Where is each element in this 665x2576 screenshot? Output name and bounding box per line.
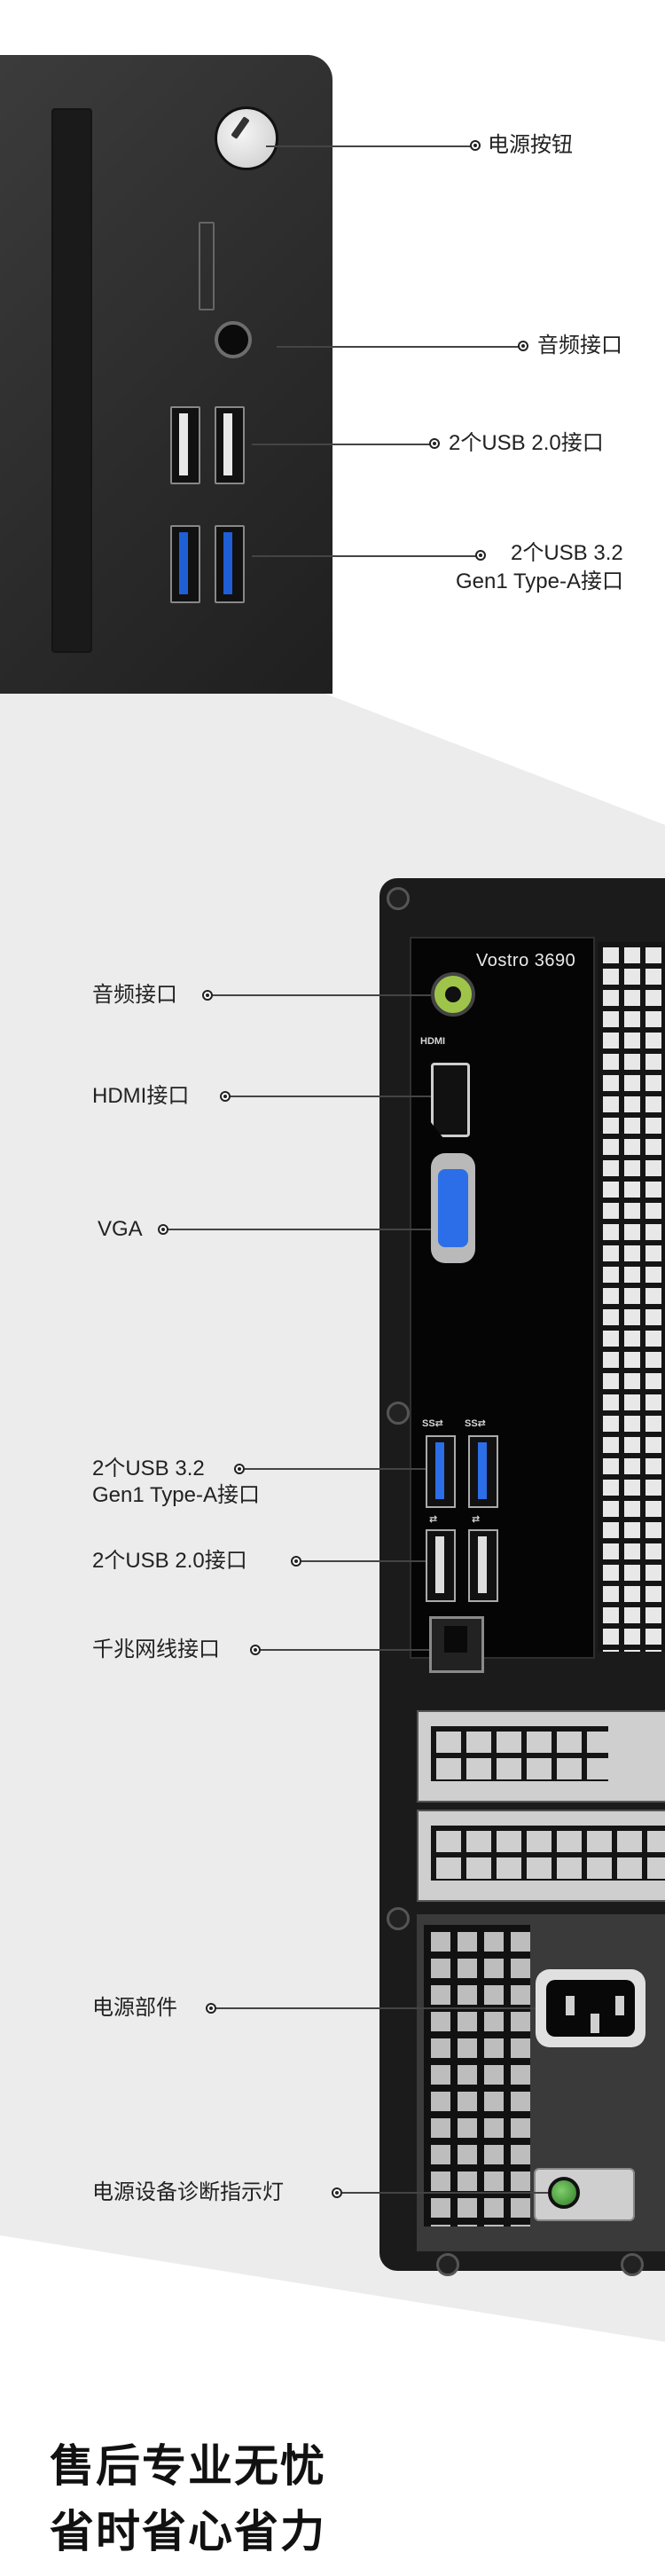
callout-dot [475, 550, 486, 561]
rear-hdmi-label: HDMI接口 [92, 1084, 190, 1108]
callout-dot [470, 140, 481, 151]
psu-vent-grid [424, 1925, 530, 2227]
callout-line [231, 1096, 431, 1097]
callout-line [277, 346, 523, 348]
callout-dot [332, 2187, 342, 2198]
bracket-vent [431, 1726, 608, 1781]
front-usb3-port-icon [170, 525, 200, 603]
callout-dot [206, 2003, 216, 2014]
rear-usb20-label: 2个USB 2.0接口 [92, 1549, 247, 1573]
rear-audio-jack-icon [431, 972, 475, 1017]
front-panel-image [0, 55, 332, 694]
ac-pin [566, 1996, 575, 2015]
front-usb32-label-line1: 2个USB 3.2 [511, 541, 623, 565]
front-usb20-label: 2个USB 2.0接口 [449, 431, 604, 455]
rear-usb32-label-line1: 2个USB 3.2 [92, 1457, 205, 1480]
optical-bay-slot [51, 108, 92, 653]
callout-dot [518, 341, 528, 351]
ss-tag: SS⇄ [465, 1418, 486, 1429]
callout-dot [291, 1556, 301, 1567]
slogan-line-1: 售后专业无忧 [50, 2440, 326, 2492]
card-reader-slot [199, 222, 215, 310]
callout-line [252, 555, 482, 557]
callout-line [261, 1649, 429, 1651]
screw-icon [387, 1402, 410, 1425]
ac-pin [591, 2014, 599, 2033]
callout-line [213, 994, 431, 996]
rear-psu-label: 电源部件 [92, 1996, 177, 2020]
hdmi-tag: HDMI [420, 1036, 446, 1047]
slogan-line-2: 省时省心省力 [50, 2506, 326, 2557]
screw-icon [436, 2253, 459, 2276]
model-name: Vostro 3690 [476, 951, 576, 970]
ss-tag: SS⇄ [422, 1418, 443, 1429]
rear-usb3-port-icon [468, 1435, 498, 1508]
psu-led-icon [548, 2177, 580, 2209]
callout-line [168, 1229, 431, 1230]
front-usb2-port-icon [215, 406, 245, 484]
hdmi-port-icon [431, 1063, 470, 1137]
vga-port-inner [438, 1169, 468, 1247]
front-audio-jack-icon [215, 321, 252, 358]
ac-pin [615, 1996, 624, 2015]
callout-dot [234, 1464, 245, 1474]
front-audio-label: 音频接口 [537, 334, 622, 357]
rear-ethernet-label: 千兆网线接口 [92, 1637, 220, 1661]
rear-usb32-label-line2: Gen1 Type-A接口 [92, 1483, 260, 1507]
rear-vent-grid [598, 942, 665, 1652]
callout-line [301, 1560, 426, 1562]
callout-line [245, 1468, 426, 1470]
rear-usb3-port-icon [426, 1435, 456, 1508]
callout-dot [429, 438, 440, 449]
power-button-icon [215, 106, 278, 170]
callout-dot [250, 1645, 261, 1655]
front-power-button-label: 电源按钮 [488, 133, 573, 157]
ethernet-port-icon [429, 1616, 484, 1673]
front-usb3-port-icon [215, 525, 245, 603]
callout-line [216, 2007, 536, 2009]
front-usb32-label-line2: Gen1 Type-A接口 [456, 569, 623, 593]
usb-tag: ⇄ [472, 1514, 481, 1525]
callout-line [266, 145, 477, 147]
callout-line [342, 2192, 548, 2194]
screw-icon [387, 1907, 410, 1930]
callout-dot [158, 1224, 168, 1235]
usb-tag: ⇄ [429, 1514, 438, 1525]
callout-dot [220, 1091, 231, 1102]
callout-dot [202, 990, 213, 1001]
screw-icon [621, 2253, 644, 2276]
rear-usb2-port-icon [426, 1529, 456, 1602]
rear-vga-label: VGA [98, 1217, 143, 1241]
rear-audio-label: 音频接口 [92, 983, 177, 1007]
bracket-vent [431, 1826, 665, 1881]
screw-icon [387, 887, 410, 910]
callout-line [252, 444, 438, 445]
rear-psu-led-label: 电源设备诊断指示灯 [92, 2180, 284, 2204]
rear-usb2-port-icon [468, 1529, 498, 1602]
front-usb2-port-icon [170, 406, 200, 484]
